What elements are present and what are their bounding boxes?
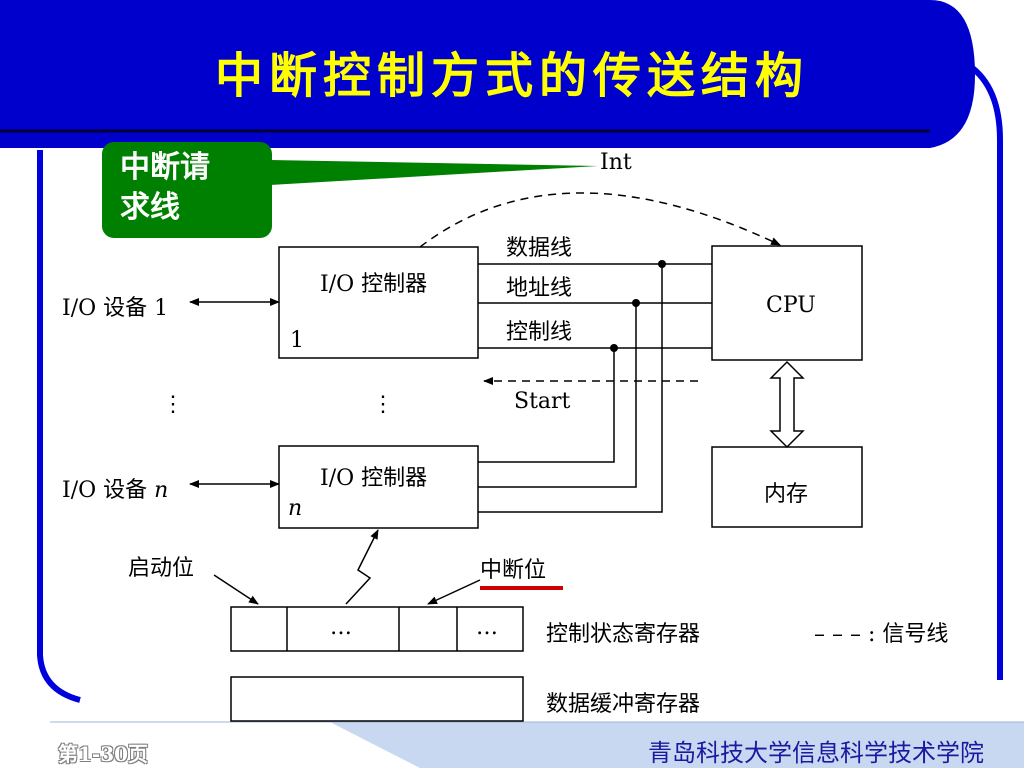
footer-band xyxy=(330,722,1024,768)
io-controller-n-index: n xyxy=(288,496,303,521)
interrupt-bit-pointer xyxy=(427,579,481,605)
address-bus-label: 地址线 xyxy=(506,276,573,301)
data-buffer-register-label: 数据缓冲寄存器 xyxy=(546,692,701,717)
memory-box xyxy=(711,446,863,528)
start-bit-label: 启动位 xyxy=(128,556,195,581)
data-bus-label: 数据线 xyxy=(506,236,573,261)
cpu-label: CPU xyxy=(766,293,816,318)
io-controller-1-box xyxy=(278,246,479,359)
io-controller-n-label: I/O 控制器 xyxy=(320,466,428,491)
io-controller-1-label: I/O 控制器 xyxy=(320,272,428,297)
interrupt-request-callout: 中断请 求线 xyxy=(102,142,272,238)
callout-line-2: 求线 xyxy=(120,190,180,225)
control-status-register xyxy=(230,606,524,652)
callout-pointer xyxy=(270,160,598,185)
io-device-n-prefix: I/O 设备 xyxy=(62,478,155,503)
control-bus-label: 控制线 xyxy=(506,320,573,345)
control-bus-junction xyxy=(610,344,618,352)
csr-ellipsis-2: … xyxy=(476,615,498,640)
start-label: Start xyxy=(514,389,571,414)
cpu-box xyxy=(711,245,863,361)
vdots-left: ⋮ xyxy=(162,392,184,417)
io-controller-n-box xyxy=(278,445,479,529)
control-bus-tap xyxy=(478,348,615,463)
io-device-n-label: I/O 设备 n xyxy=(62,472,168,504)
int-signal-line xyxy=(419,192,781,248)
callout-line-1: 中断请 xyxy=(120,150,210,185)
vdots-middle: ⋮ xyxy=(372,392,394,417)
int-label: Int xyxy=(600,150,632,175)
start-bit-pointer xyxy=(213,574,259,605)
interrupt-bit-label: 中断位 xyxy=(480,558,547,583)
data-buffer-register xyxy=(230,676,524,722)
memory-label: 内存 xyxy=(764,482,809,507)
page-title: 中断控制方式的传送结构 xyxy=(214,48,809,104)
io-device-1-label: I/O 设备 1 xyxy=(62,296,169,321)
data-bus-tap xyxy=(478,264,663,513)
address-bus-junction xyxy=(632,299,640,307)
io-device-n-var: n xyxy=(154,478,169,503)
address-bus-tap xyxy=(478,303,637,488)
data-bus-junction xyxy=(658,260,666,268)
csr-ellipsis-1: … xyxy=(330,615,352,640)
signal-line-legend: – – – : 信号线 xyxy=(814,622,949,647)
control-status-register-label: 控制状态寄存器 xyxy=(546,622,701,647)
page-number: 第1-30页 xyxy=(58,742,149,766)
io-controller-1-index: 1 xyxy=(290,328,304,353)
institution-name: 青岛科技大学信息科学技术学院 xyxy=(648,739,984,767)
frame-left-line xyxy=(37,150,81,703)
title-bar-bg xyxy=(0,0,975,148)
cpu-memory-arrow xyxy=(769,360,805,449)
status-to-controller-arrow xyxy=(345,529,379,605)
